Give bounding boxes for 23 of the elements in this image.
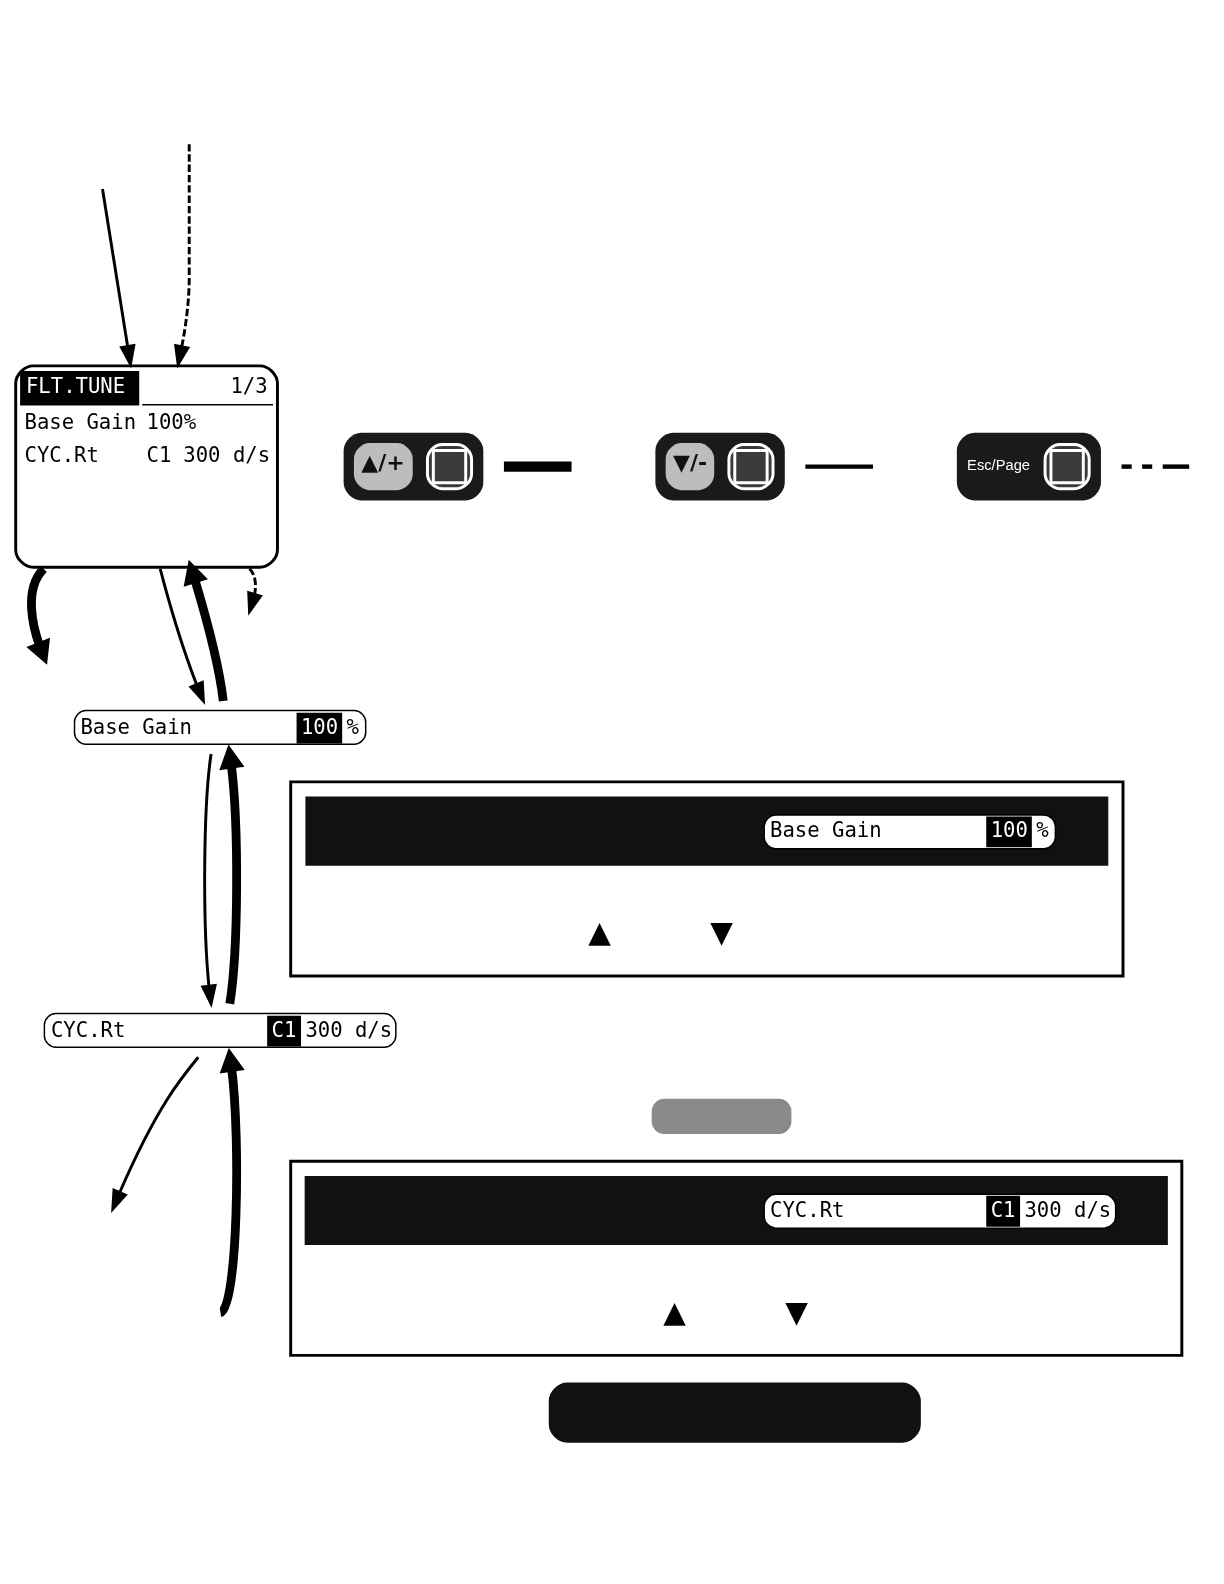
label: ▲: [588, 915, 611, 950]
cluster: [289, 1159, 1184, 1357]
arrow: [183, 559, 228, 702]
arrow: [174, 144, 191, 369]
cluster: [289, 780, 1125, 978]
node-box: CYC.Rt C1 300 d/s: [304, 1175, 1168, 1246]
label: ▲: [663, 1294, 686, 1329]
arrow: [219, 744, 245, 1005]
label: ▼: [710, 915, 733, 950]
arrow: [101, 188, 136, 369]
arrow: [247, 567, 263, 616]
legend-label: ▲/+: [361, 450, 405, 476]
legend-label: ▼/-: [673, 450, 708, 476]
node-box: [548, 1382, 921, 1443]
arrow: [217, 1047, 245, 1316]
arrow: [111, 1056, 200, 1213]
label: ▼: [785, 1294, 808, 1329]
arrow: [158, 568, 206, 706]
node-box: [651, 1098, 792, 1135]
node-box: Base Gain 100 %: [305, 796, 1109, 866]
arrow: [26, 566, 50, 665]
legend-label: Esc/Page: [967, 457, 1031, 474]
arrow: [200, 753, 217, 1009]
